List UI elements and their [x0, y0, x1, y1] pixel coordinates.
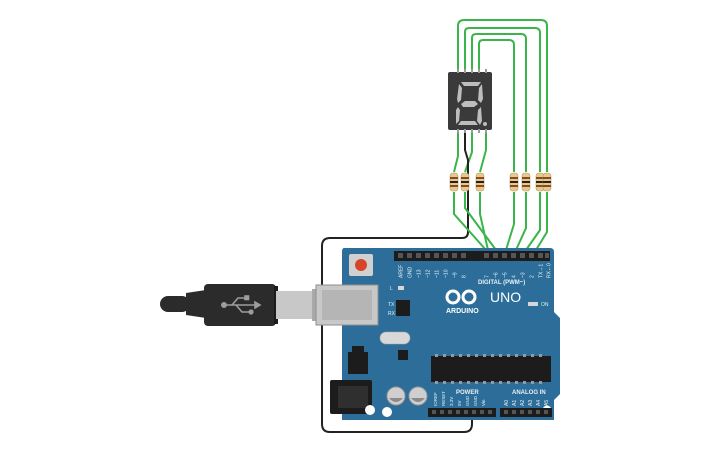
digit-segments	[456, 82, 483, 125]
digital-header[interactable]	[394, 251, 550, 261]
pin-label: A5	[544, 400, 550, 406]
digital-header-label: DIGITAL (PWM~)	[478, 280, 525, 286]
resistor-wires[interactable]	[453, 192, 548, 251]
top-pin-label: 8	[462, 275, 468, 278]
top-pin-label: ~3	[521, 272, 527, 278]
resistor[interactable]	[521, 172, 531, 192]
pin-label: GND	[473, 395, 478, 406]
svg-text:L: L	[390, 286, 393, 292]
resistor-group[interactable]	[449, 172, 552, 192]
capacitor	[386, 386, 406, 406]
pin-label: A2	[520, 400, 526, 406]
analog-label: ANALOG IN	[512, 390, 546, 396]
pin-label: RESET	[441, 391, 446, 406]
top-pin-label: ~10	[444, 269, 450, 278]
top-pin-label: AREF	[399, 265, 405, 278]
top-pin-label: GND	[408, 267, 414, 279]
power-header[interactable]	[428, 408, 496, 417]
display-wires[interactable]	[453, 19, 548, 173]
small-chip	[398, 350, 408, 360]
top-pin-label: ~12	[426, 269, 432, 278]
top-pin-label: 4	[512, 275, 518, 278]
resistor[interactable]	[542, 172, 552, 192]
resistor[interactable]	[509, 172, 519, 192]
svg-text:RX: RX	[388, 311, 396, 317]
pin-label: A0	[504, 400, 510, 406]
pin-label: IOREF	[433, 392, 438, 406]
resistor[interactable]	[460, 172, 470, 192]
pin-label: Vin	[481, 399, 486, 406]
pin-label: A1	[512, 400, 518, 406]
seven-segment-display[interactable]	[448, 69, 492, 133]
top-pin-label: ~13	[417, 269, 423, 278]
resistor[interactable]	[449, 172, 459, 192]
pin-label: 3.3V	[449, 397, 454, 406]
voltage-regulator	[348, 352, 368, 374]
top-pin-label: ~11	[435, 270, 441, 278]
pin-label: 5V	[457, 400, 462, 406]
usb-cable[interactable]	[160, 284, 318, 326]
capacitor	[408, 386, 428, 406]
top-pin-label: TX→1	[539, 264, 545, 278]
top-pin-label: 7	[485, 275, 491, 278]
power-label: POWER	[456, 390, 479, 396]
on-label: ON	[541, 302, 549, 308]
analog-header[interactable]	[500, 408, 552, 417]
top-pin-label: RX←0	[547, 263, 553, 278]
top-pin-label: ~6	[494, 272, 500, 278]
resistor[interactable]	[475, 172, 485, 192]
top-pin-label: ~5	[503, 272, 509, 278]
decimal-point	[483, 122, 487, 126]
crystal	[379, 331, 411, 345]
pin-label: GND	[465, 395, 470, 406]
top-pin-label: 2	[530, 275, 536, 278]
chip-small	[396, 300, 410, 316]
usb-icon	[221, 295, 262, 315]
resistor[interactable]	[535, 172, 545, 192]
ground-wire[interactable]	[321, 128, 473, 433]
brand-label: ARDUINO	[446, 308, 479, 315]
pin-label: A3	[528, 400, 534, 406]
svg-text:TX: TX	[388, 302, 395, 308]
top-pin-label: ~9	[453, 272, 459, 278]
on-led	[528, 302, 538, 306]
pin-label: A4	[536, 400, 542, 406]
microcontroller-chip	[431, 356, 551, 382]
arduino-logo	[445, 289, 477, 305]
board-name: UNO	[490, 289, 521, 305]
